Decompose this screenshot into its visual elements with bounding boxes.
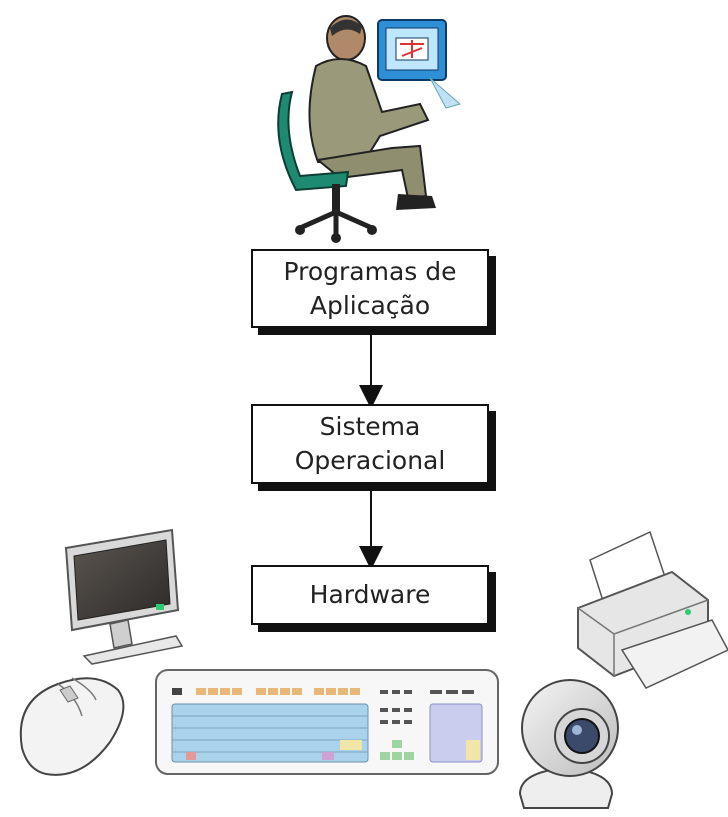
hardware-label: Hardware <box>309 580 431 609</box>
printer-icon <box>577 530 728 689</box>
operating-system-box: Sistema Operacional <box>251 404 489 484</box>
mouse-icon <box>19 677 125 776</box>
application-programs-box: Programas de Aplicação <box>251 249 489 328</box>
webcam-icon <box>518 679 619 809</box>
person-at-computer-icon <box>277 15 462 243</box>
hardware-box: Hardware <box>251 565 489 625</box>
application-programs-label-line2: Aplicação <box>309 290 431 320</box>
operating-system-label-line2: Operacional <box>294 446 446 475</box>
operating-system-label-line1: Sistema <box>319 412 421 441</box>
keyboard-icon <box>155 669 499 775</box>
monitor-icon <box>64 528 184 665</box>
application-programs-label-line1: Programas de <box>283 256 457 286</box>
